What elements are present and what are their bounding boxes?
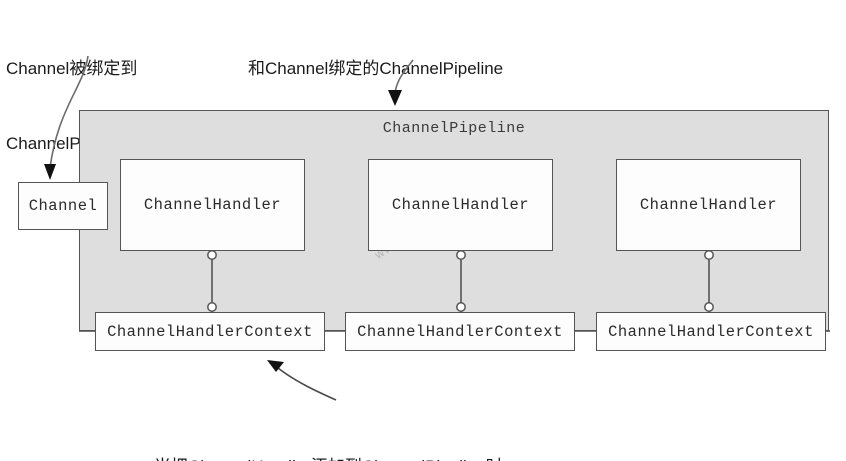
- annotation-context-created: 当把ChannelHandler添加到ChannelPipeline时， Cha…: [154, 404, 520, 461]
- channel-handler-context-box-3: ChannelHandlerContext: [596, 312, 826, 351]
- channel-box: Channel: [18, 182, 108, 230]
- channel-handler-box-2: ChannelHandler: [368, 159, 553, 251]
- annotation-channel-binding-line1: Channel被绑定到: [6, 59, 138, 78]
- channel-handler-box-1: ChannelHandler: [120, 159, 305, 251]
- channel-handler-context-box-2: ChannelHandlerContext: [345, 312, 575, 351]
- arrow-path-context-created: [277, 367, 337, 401]
- channel-handler-box-3: ChannelHandler: [616, 159, 801, 251]
- annotation-pipeline-contains-line1: 和Channel绑定的ChannelPipeline: [248, 59, 504, 78]
- arrow-head-context-created: [267, 360, 284, 372]
- annotation-context-created-line1: 当把ChannelHandler添加到ChannelPipeline时，: [154, 454, 520, 461]
- channel-handler-context-box-1: ChannelHandlerContext: [95, 312, 325, 351]
- channel-pipeline-label: ChannelPipeline: [382, 120, 526, 137]
